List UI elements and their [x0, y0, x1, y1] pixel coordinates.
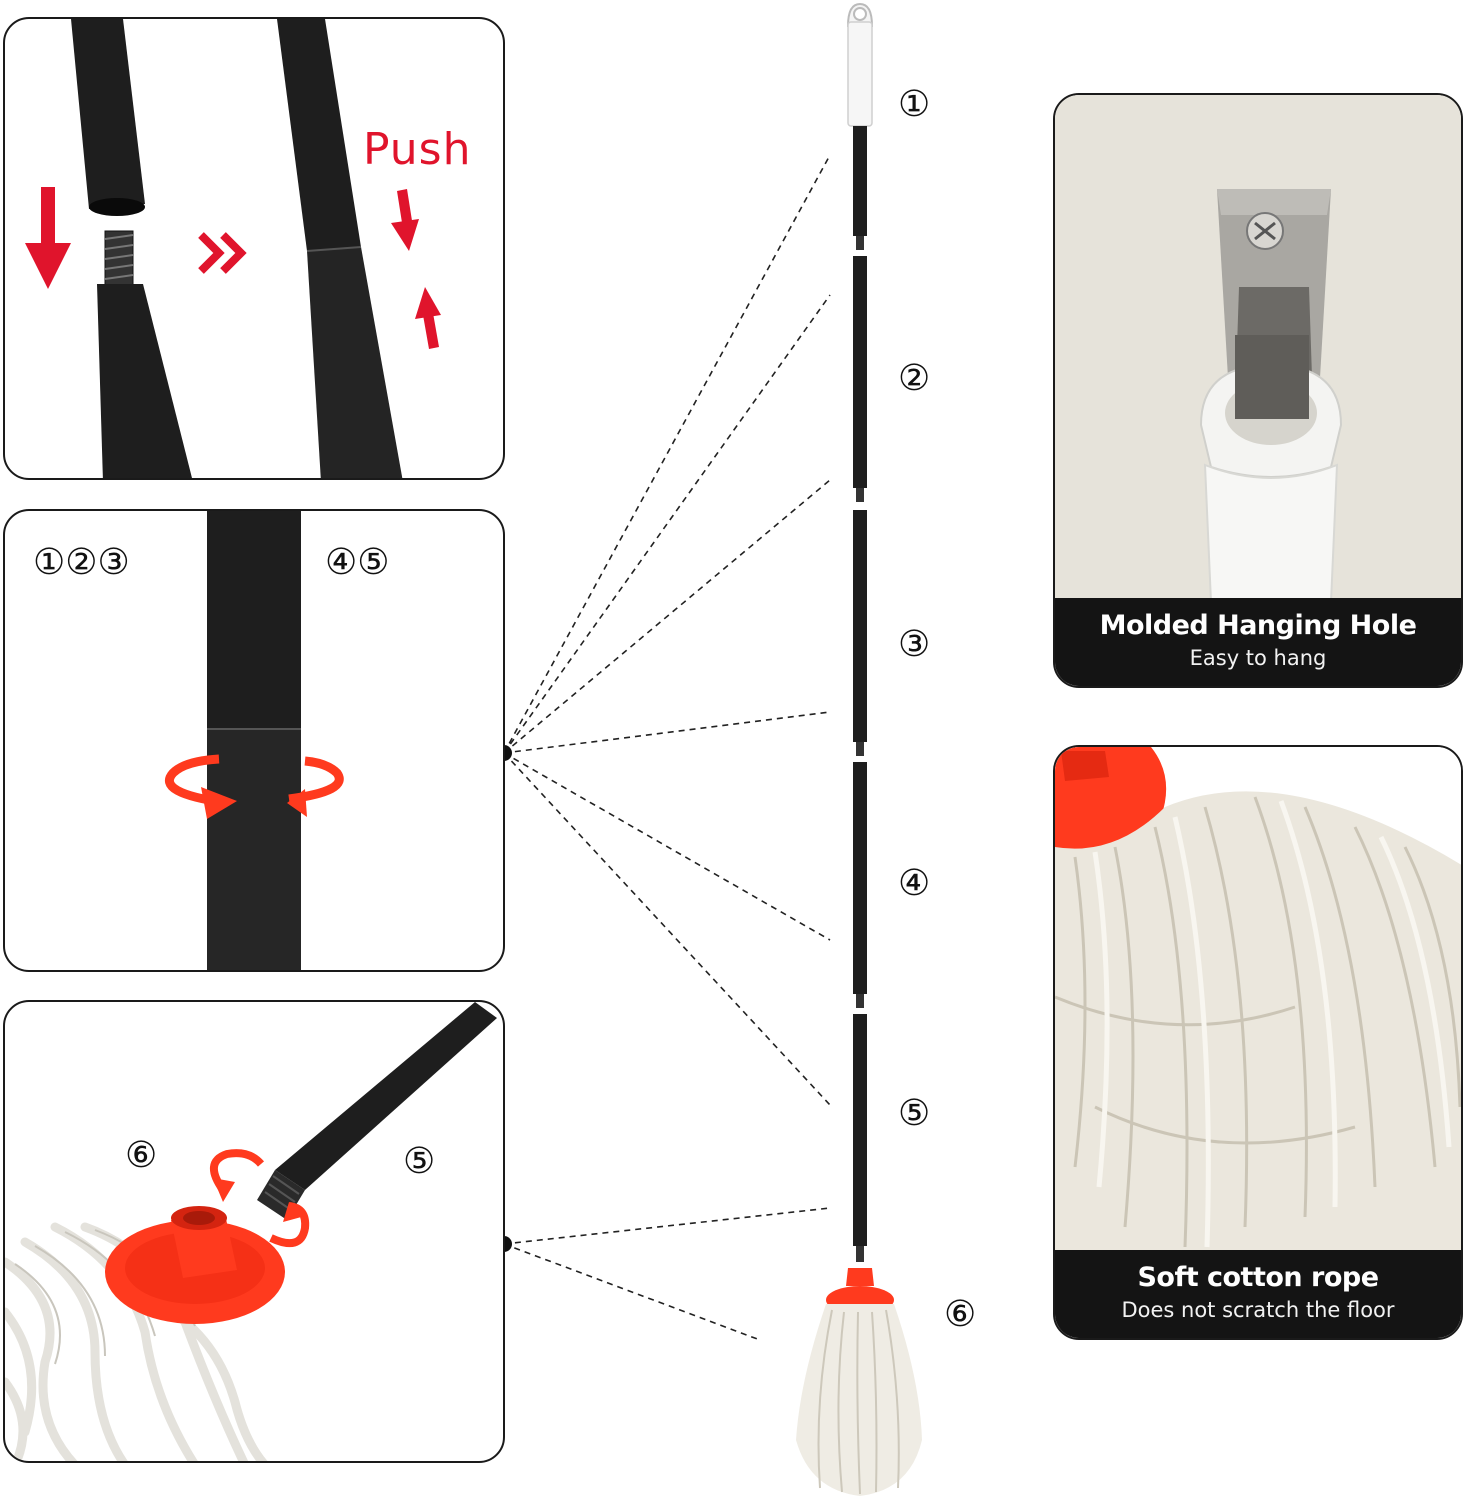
full-mop-illustration	[796, 2, 922, 1496]
down-arrow-icon	[25, 187, 71, 289]
twist-right-numbers: ④⑤	[325, 542, 390, 583]
hanging-hole-title: Molded Hanging Hole	[1099, 610, 1417, 641]
hanging-hole-caption: Molded Hanging Hole Easy to hang	[1055, 598, 1461, 686]
mophead-panel: ⑥ ⑤	[3, 1000, 505, 1463]
rotate-icon	[210, 1149, 310, 1248]
pole-label-1: ①	[898, 84, 931, 125]
cotton-rope-caption: Soft cotton rope Does not scratch the fl…	[1055, 1250, 1461, 1338]
twist-panel: ①②③ ④⑤	[3, 509, 505, 972]
mophead-right-number: ⑤	[403, 1141, 436, 1182]
down-arrow-icon	[391, 189, 419, 251]
hanging-hook-photo	[1055, 95, 1461, 602]
cotton-rope-title: Soft cotton rope	[1137, 1262, 1379, 1293]
pole-label-4: ④	[898, 863, 931, 904]
pole-label-6: ⑥	[944, 1294, 977, 1335]
double-chevron-right-icon	[198, 232, 247, 274]
mophead-illustration	[5, 1002, 497, 1461]
hanging-hole-panel: Molded Hanging Hole Easy to hang	[1053, 93, 1463, 688]
pole-label-3: ③	[898, 624, 931, 665]
pole-assembly-illustration	[25, 19, 441, 478]
up-arrow-icon	[415, 287, 441, 349]
twist-illustration	[165, 511, 344, 970]
pole-label-5: ⑤	[898, 1093, 931, 1134]
cotton-rope-subtitle: Does not scratch the floor	[1121, 1298, 1395, 1322]
cotton-rope-photo	[1055, 747, 1461, 1254]
push-label: Push	[363, 124, 472, 175]
mophead-left-number: ⑥	[125, 1135, 158, 1176]
assembly-panel: Push	[3, 17, 505, 480]
cotton-rope-panel: Soft cotton rope Does not scratch the fl…	[1053, 745, 1463, 1340]
pole-label-2: ②	[898, 358, 931, 399]
rotate-icon	[165, 754, 344, 808]
twist-left-numbers: ①②③	[33, 542, 130, 583]
hanging-hole-subtitle: Easy to hang	[1189, 646, 1327, 670]
